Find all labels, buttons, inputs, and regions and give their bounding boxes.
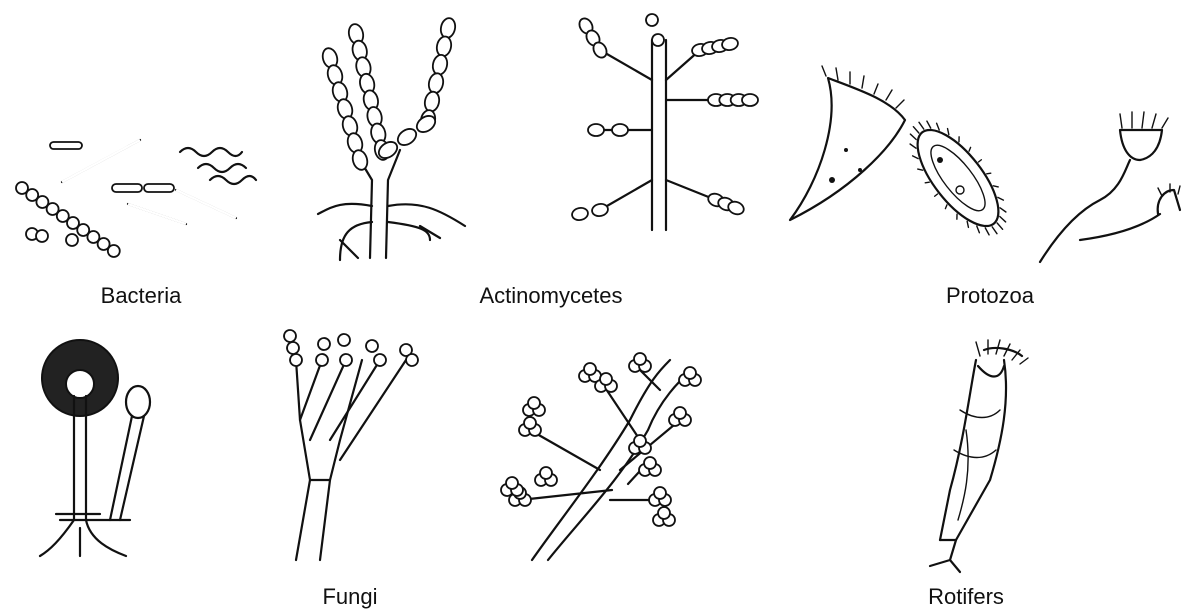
label-fungi: Fungi <box>322 586 377 608</box>
rotifers-drawing <box>930 340 1028 572</box>
actinomycetes-drawing-left <box>318 17 465 260</box>
label-actinomycetes: Actinomycetes <box>479 285 622 307</box>
label-rotifers: Rotifers <box>928 586 1004 608</box>
actinomycetes-drawing-right <box>571 13 758 230</box>
label-protozoa: Protozoa <box>946 285 1034 307</box>
fungi-drawing-sporangium <box>40 340 150 556</box>
fungi-drawing-branching <box>501 353 701 560</box>
fungi-drawing-penicillium <box>283 329 421 560</box>
label-bacteria: Bacteria <box>101 285 182 307</box>
bacteria-drawing <box>16 140 256 257</box>
protozoa-drawing <box>790 66 1180 262</box>
